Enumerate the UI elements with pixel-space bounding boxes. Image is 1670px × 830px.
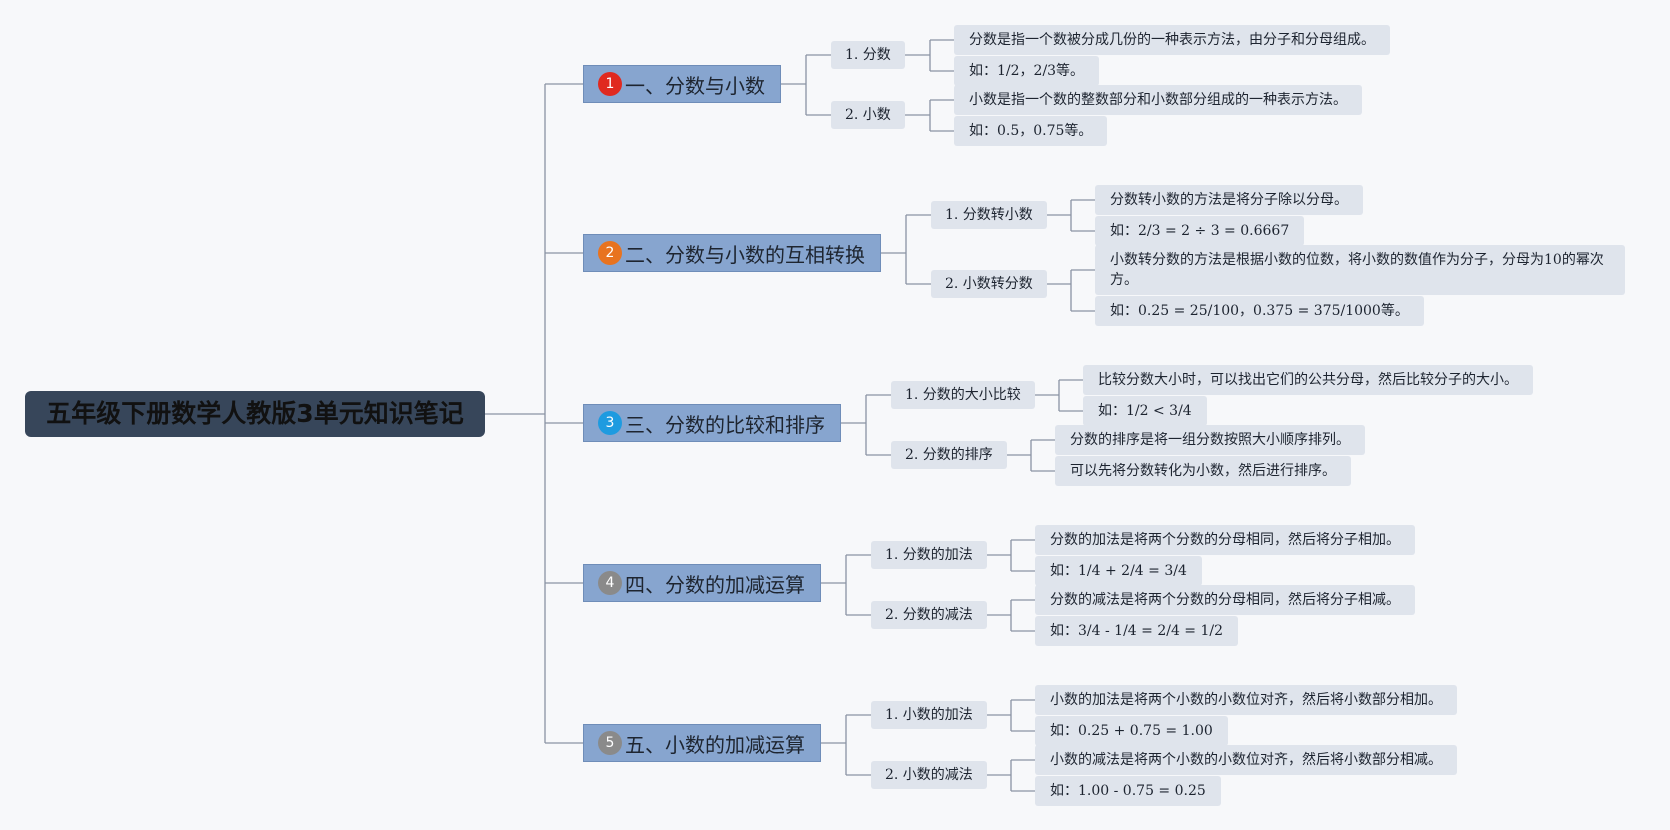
- root-node[interactable]: 五年级下册数学人教版3单元知识笔记: [25, 391, 485, 437]
- leaf-5-1-2: 如：0.25 + 0.75 = 1.00: [1035, 716, 1228, 746]
- leaf-5-2-2: 如：1.00 - 0.75 = 0.25: [1035, 776, 1221, 806]
- leaf-3-2-2: 可以先将分数转化为小数，然后进行排序。: [1055, 456, 1351, 486]
- subtopic-2-2[interactable]: 2. 小数转分数: [931, 270, 1047, 298]
- subtopic-4-2[interactable]: 2. 分数的减法: [871, 601, 987, 629]
- number-badge-icon: 2: [598, 241, 622, 265]
- topic-3[interactable]: 3 三、分数的比较和排序: [583, 404, 841, 442]
- subtopic-4-1[interactable]: 1. 分数的加法: [871, 541, 987, 569]
- topic-5[interactable]: 5 五、小数的加减运算: [583, 724, 821, 762]
- root-title: 五年级下册数学人教版3单元知识笔记: [46, 399, 464, 428]
- subtopic-5-2[interactable]: 2. 小数的减法: [871, 761, 987, 789]
- leaf-3-1-2: 如：1/2 < 3/4: [1083, 396, 1207, 426]
- leaf-1-2-1: 小数是指一个数的整数部分和小数部分组成的一种表示方法。: [954, 85, 1362, 115]
- number-badge-icon: 3: [598, 411, 622, 435]
- leaf-4-1-2: 如：1/4 + 2/4 = 3/4: [1035, 556, 1202, 586]
- leaf-3-2-1: 分数的排序是将一组分数按照大小顺序排列。: [1055, 425, 1365, 455]
- topic-title: 一、分数与小数: [625, 73, 765, 98]
- topic-2[interactable]: 2 二、分数与小数的互相转换: [583, 234, 881, 272]
- topic-title: 四、分数的加减运算: [625, 572, 805, 597]
- leaf-4-2-1: 分数的减法是将两个分数的分母相同，然后将分子相减。: [1035, 585, 1415, 615]
- leaf-2-1-2: 如：2/3 = 2 ÷ 3 = 0.6667: [1095, 216, 1305, 246]
- topic-1[interactable]: 1 一、分数与小数: [583, 65, 781, 103]
- leaf-5-1-1: 小数的加法是将两个小数的小数位对齐，然后将小数部分相加。: [1035, 685, 1457, 715]
- number-badge-icon: 5: [598, 731, 622, 755]
- leaf-4-1-1: 分数的加法是将两个分数的分母相同，然后将分子相加。: [1035, 525, 1415, 555]
- leaf-1-1-1: 分数是指一个数被分成几份的一种表示方法，由分子和分母组成。: [954, 25, 1390, 55]
- leaf-1-2-2: 如：0.5，0.75等。: [954, 116, 1108, 146]
- topic-title: 二、分数与小数的互相转换: [625, 242, 865, 267]
- subtopic-5-1[interactable]: 1. 小数的加法: [871, 701, 987, 729]
- topic-title: 三、分数的比较和排序: [625, 412, 825, 437]
- leaf-5-2-1: 小数的减法是将两个小数的小数位对齐，然后将小数部分相减。: [1035, 745, 1457, 775]
- subtopic-1-2[interactable]: 2. 小数: [831, 101, 905, 129]
- leaf-2-2-1: 小数转分数的方法是根据小数的位数，将小数的数值作为分子，分母为10的幂次方。: [1095, 245, 1625, 295]
- leaf-2-1-1: 分数转小数的方法是将分子除以分母。: [1095, 185, 1363, 215]
- subtopic-3-1[interactable]: 1. 分数的大小比较: [891, 381, 1035, 409]
- number-badge-icon: 4: [598, 571, 622, 595]
- number-badge-icon: 1: [598, 72, 622, 96]
- topic-title: 五、小数的加减运算: [625, 732, 805, 757]
- leaf-3-1-1: 比较分数大小时，可以找出它们的公共分母，然后比较分子的大小。: [1083, 365, 1533, 395]
- subtopic-2-1[interactable]: 1. 分数转小数: [931, 201, 1047, 229]
- topic-4[interactable]: 4 四、分数的加减运算: [583, 564, 821, 602]
- leaf-1-1-2: 如：1/2，2/3等。: [954, 56, 1100, 86]
- subtopic-3-2[interactable]: 2. 分数的排序: [891, 441, 1007, 469]
- subtopic-1-1[interactable]: 1. 分数: [831, 41, 905, 69]
- leaf-2-2-2: 如：0.25 = 25/100，0.375 = 375/1000等。: [1095, 296, 1424, 326]
- leaf-4-2-2: 如：3/4 - 1/4 = 2/4 = 1/2: [1035, 616, 1239, 646]
